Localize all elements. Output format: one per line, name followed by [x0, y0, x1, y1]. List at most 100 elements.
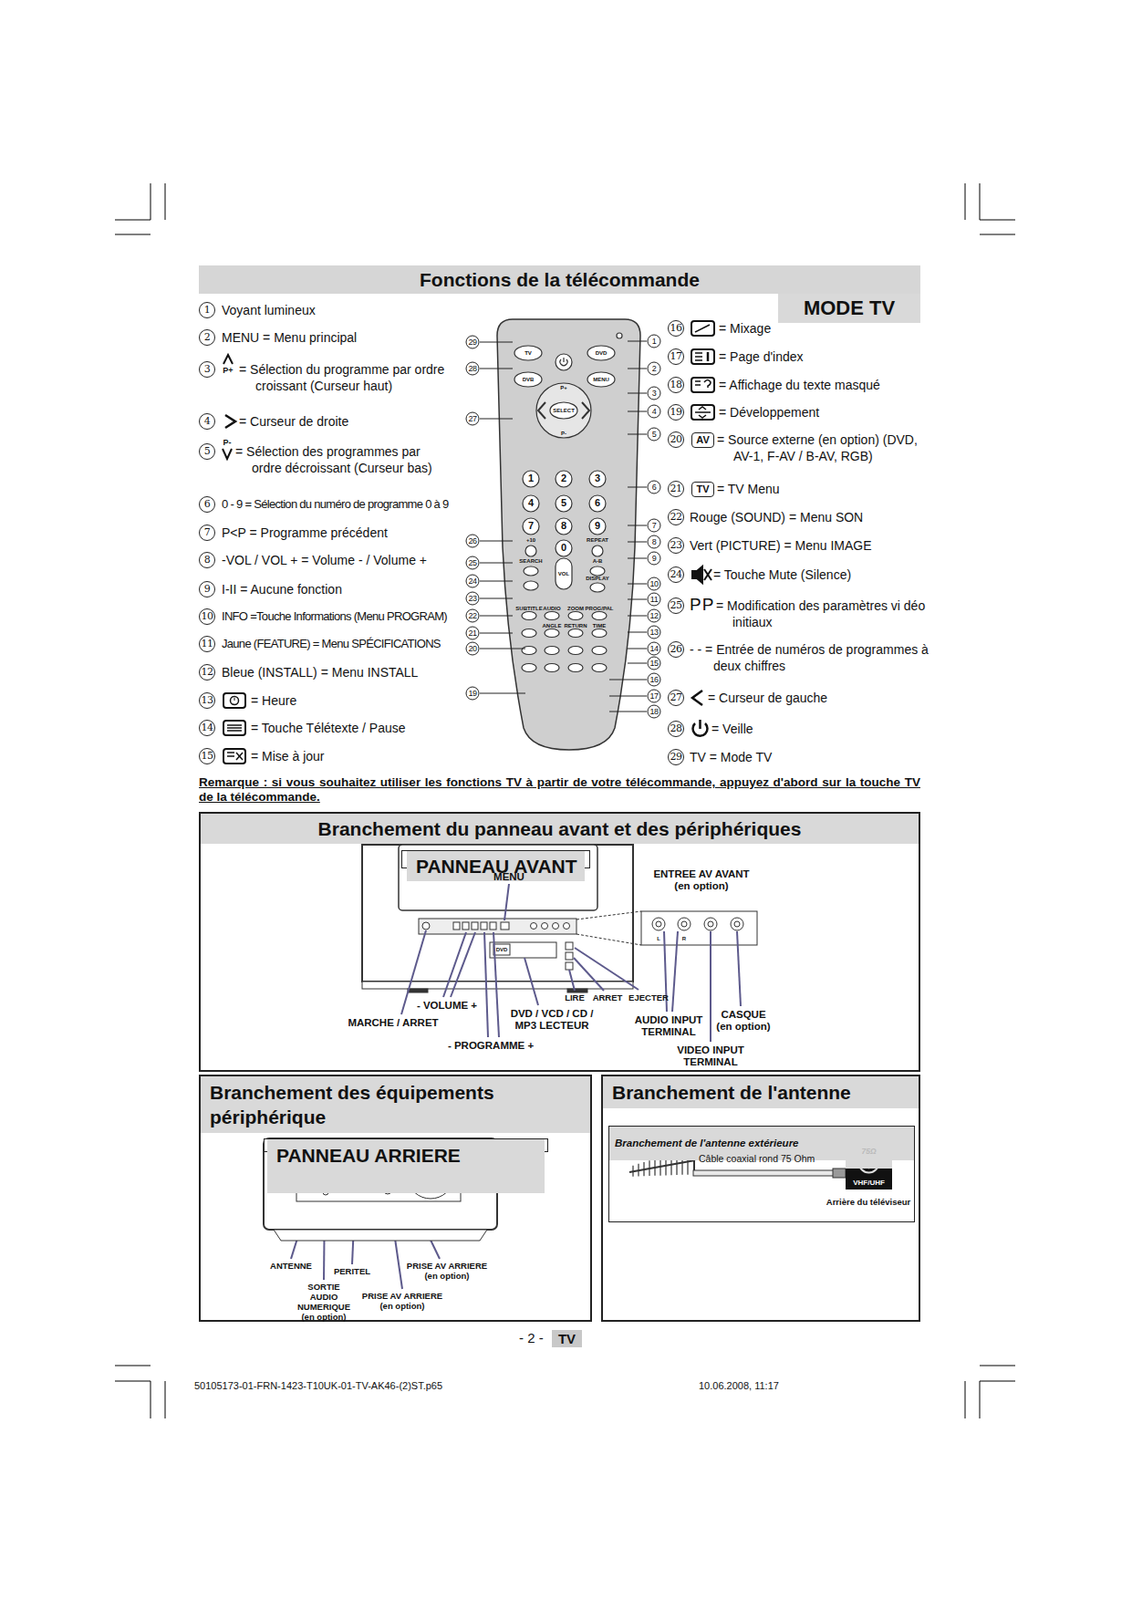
- antenna: [832, 1168, 846, 1178]
- part-label: ENTREE AV AVANT (en option): [644, 868, 759, 893]
- callout-number: 7: [647, 519, 662, 533]
- crop-marks: [979, 234, 1016, 236]
- remote-control: [589, 495, 606, 512]
- function-text: = Mixage: [718, 320, 771, 337]
- function-text: P<P = Programme précédent: [221, 524, 388, 541]
- callout-lines: [627, 632, 647, 634]
- leader-lines: [573, 957, 604, 991]
- callout-number: 25: [466, 556, 480, 571]
- part-label: SORTIE AUDIO NUMERIQUE (en option): [292, 1281, 355, 1322]
- front-panel: [500, 922, 509, 930]
- node-text: MODE TV: [778, 293, 921, 323]
- crop-marks: [114, 1381, 151, 1382]
- list-icons: [706, 352, 710, 362]
- button-label: 7: [528, 519, 534, 532]
- crop-marks: [979, 219, 1016, 221]
- remote-control: [514, 372, 542, 387]
- item-number: 24: [667, 566, 685, 583]
- list-icons: [698, 719, 702, 729]
- list-icons: [222, 448, 232, 459]
- callout-number: 27: [466, 412, 480, 426]
- mode-box: MODE TV: [778, 293, 921, 323]
- button-label: 3: [594, 472, 601, 485]
- callout-number: 9: [647, 551, 662, 566]
- callout-lines: [479, 418, 513, 420]
- callout-lines: [627, 393, 647, 395]
- callout-lines: [627, 648, 647, 650]
- button-label: MENU: [592, 376, 610, 384]
- callout-lines: [479, 598, 513, 600]
- list-icons: [691, 377, 715, 393]
- list-icons: [698, 415, 707, 418]
- item-number: 11: [198, 635, 216, 653]
- callout-number: 18: [647, 705, 662, 719]
- callout-lines: [627, 368, 647, 370]
- list-icons: [695, 355, 703, 358]
- function-text: - - = Entrée de numéros de programmes à …: [689, 641, 945, 675]
- front-panel: [489, 922, 497, 930]
- remote-control: [522, 495, 540, 512]
- remote-control: [521, 664, 537, 673]
- item-number: 18: [667, 376, 685, 394]
- list-icons: [704, 569, 712, 581]
- crop-marks: [965, 1381, 966, 1419]
- button-label: SEARCH: [519, 558, 542, 565]
- part-label: DVD / VCD / CD / MP3 LECTEUR: [504, 1007, 601, 1032]
- remote-control: [544, 629, 560, 638]
- leader-lines: [450, 932, 476, 997]
- key-icon: TV: [691, 481, 715, 498]
- button-label: REPEAT: [586, 537, 609, 544]
- crop-marks: [979, 1365, 1016, 1367]
- list-icons: [222, 321, 715, 764]
- item-number: 26: [667, 641, 685, 658]
- item-number: 4: [198, 413, 216, 430]
- item-number: 15: [198, 747, 216, 765]
- remote-control: [525, 545, 537, 557]
- button-label: +10: [526, 537, 536, 544]
- antenna: [637, 1163, 639, 1177]
- leader-lines: [524, 957, 539, 1006]
- callout-lines: [479, 342, 513, 343]
- function-text: = Page d'index: [718, 348, 804, 365]
- callout-number: 13: [647, 625, 662, 640]
- part-label: EJECTER: [628, 992, 669, 1003]
- antenna: [648, 1160, 650, 1176]
- callout-lines: [479, 562, 513, 564]
- button-label: 6: [594, 497, 601, 509]
- node-text: Branchement du panneau avant et des péri…: [200, 813, 919, 844]
- front-panel: [453, 922, 460, 930]
- callout-lines: [609, 695, 647, 697]
- cable-label: Câble coaxial rond 75 Ohm: [698, 1152, 815, 1165]
- front-panel: [567, 988, 588, 993]
- remote-control: [555, 470, 572, 488]
- antenna: [629, 1160, 696, 1173]
- crop-marks: [965, 183, 966, 220]
- node-text: Branchement des équipements périphérique: [200, 1076, 591, 1133]
- callout-lines: [627, 599, 647, 601]
- key-icon: AV: [691, 432, 715, 448]
- front-panel: [530, 923, 538, 930]
- remote-control: [497, 319, 641, 750]
- item-number: 19: [667, 404, 685, 421]
- socket-symbol: [859, 1152, 880, 1174]
- footer-text: 50105173-01-FRN-1423-T10UK-01-TV-AK46-(2…: [194, 1380, 443, 1392]
- front-panel: [565, 942, 573, 950]
- part-label: - PROGRAMME +: [447, 1039, 534, 1052]
- front-panel: [707, 921, 714, 927]
- section-box: Branchement du panneau avant et des péri…: [198, 811, 921, 1072]
- front-panel: [362, 981, 634, 989]
- front-panel: [704, 917, 717, 931]
- front-panel: [677, 917, 691, 931]
- button-label: 2: [560, 472, 567, 485]
- front-panel: [730, 917, 744, 931]
- crop-marks: [165, 1381, 167, 1419]
- callout-number: 4: [647, 405, 662, 419]
- callout-number: 26: [466, 534, 480, 549]
- item-number: 28: [667, 720, 685, 738]
- callout-lines: [479, 581, 513, 582]
- list-icons: [692, 566, 703, 583]
- list-icons: [695, 384, 701, 386]
- callout-number: 20: [466, 642, 480, 656]
- callout-lines: [627, 663, 647, 665]
- remote-control: [568, 664, 583, 673]
